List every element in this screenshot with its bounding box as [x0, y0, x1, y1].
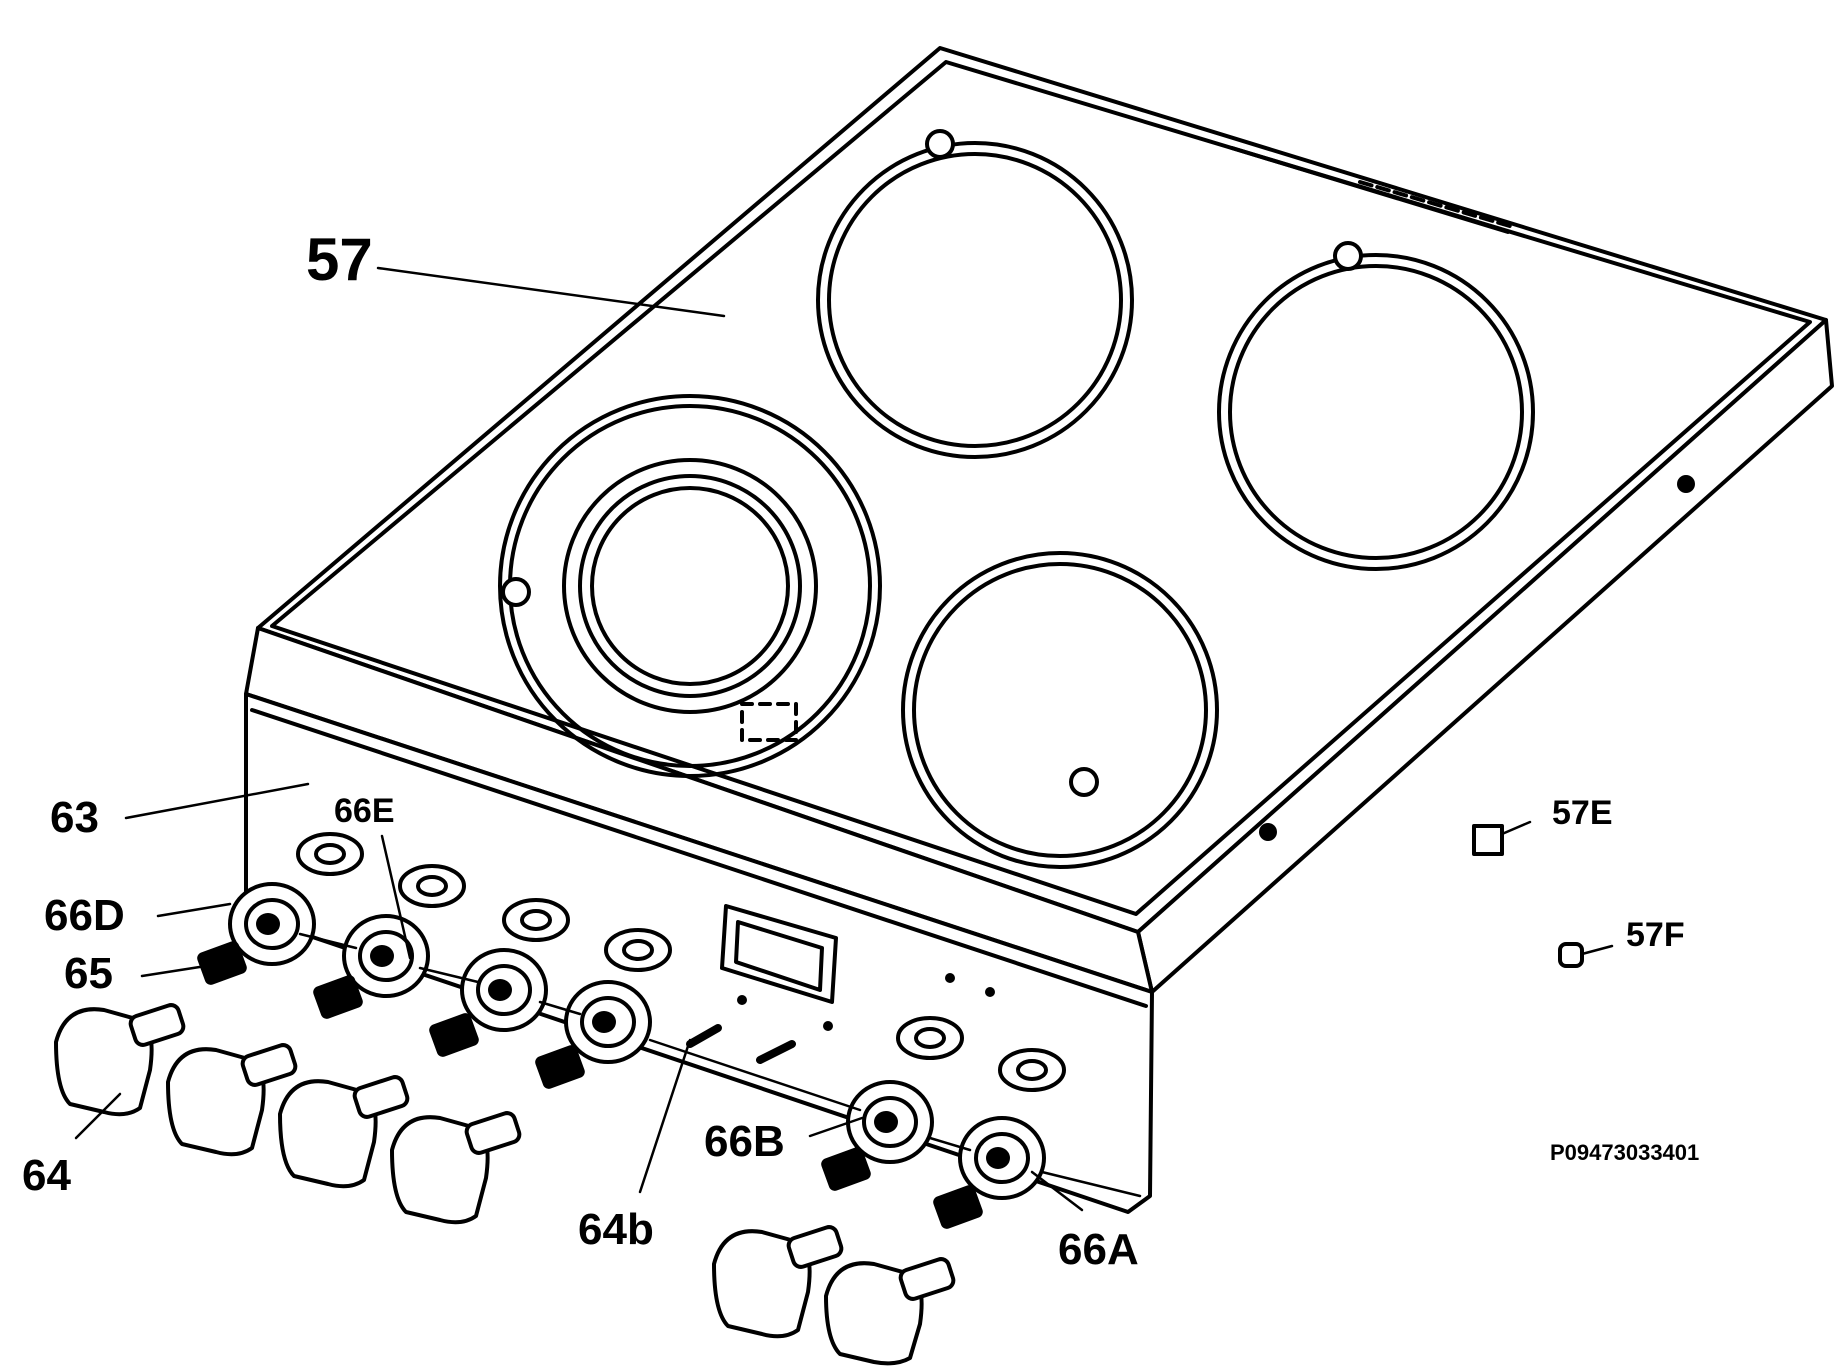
part-57F-plug [1558, 942, 1614, 968]
cooking-zone-rear-left [816, 129, 1134, 459]
spring-sleeve-1 [197, 941, 247, 985]
label-64b: 64b [578, 1205, 654, 1254]
knob-holes [296, 832, 1066, 1092]
cooking-zone-front-left [498, 394, 882, 778]
part-57E-clip [1472, 820, 1532, 856]
spring-sleeve-2 [313, 975, 363, 1019]
label-63: 63 [50, 793, 99, 842]
label-57E: 57E [1552, 794, 1613, 832]
control-knob-1 [54, 1003, 186, 1117]
spring-sleeve-5 [821, 1147, 871, 1191]
drawing-code: P09473033401 [1550, 1140, 1699, 1165]
spring-sleeve-4 [535, 1045, 585, 1089]
screw [686, 1024, 796, 1064]
label-64: 64 [22, 1151, 71, 1200]
label-66A: 66A [1058, 1225, 1139, 1274]
cooking-zone-front-right [901, 551, 1219, 869]
control-knob-4 [390, 1111, 522, 1225]
label-57: 57 [306, 226, 373, 293]
control-knob-3 [278, 1075, 410, 1189]
label-66D: 66D [44, 891, 125, 940]
spring-sleeve-3 [429, 1013, 479, 1057]
cooking-zone-rear-right [1217, 241, 1535, 571]
cooktop-glass-top [244, 46, 1834, 994]
label-66E: 66E [334, 792, 395, 830]
leader-lines [74, 266, 1084, 1212]
control-knob-6 [824, 1257, 956, 1366]
label-65: 65 [64, 949, 113, 998]
knob-bezel-66D [228, 882, 316, 966]
knob-bezel-66E [342, 914, 430, 998]
label-57F: 57F [1626, 916, 1685, 954]
control-knob-2 [166, 1043, 298, 1157]
control-knob-5 [712, 1225, 844, 1339]
knob-bezel-3 [460, 948, 548, 1032]
center-marker [740, 702, 798, 742]
label-66B: 66B [704, 1117, 785, 1166]
spring-sleeve-6 [933, 1185, 983, 1229]
knob-bezel-66B [846, 1080, 934, 1164]
knob-bezel-4 [564, 980, 652, 1064]
knob-bezel-66A [958, 1116, 1046, 1200]
